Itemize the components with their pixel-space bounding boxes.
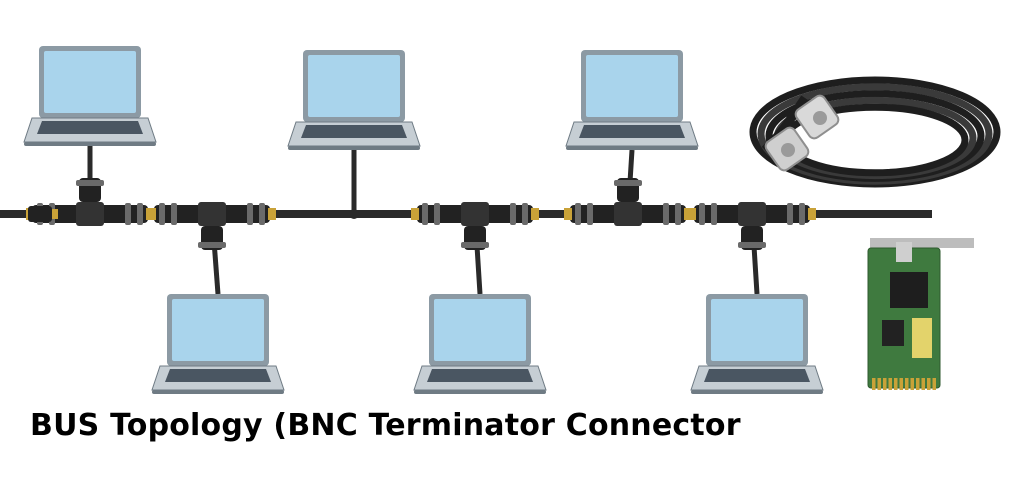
tee-ring xyxy=(799,203,805,225)
bnc-t-connectors xyxy=(26,178,816,250)
nic-edge-contact xyxy=(922,378,926,390)
laptop-edge xyxy=(288,146,420,150)
bnc-t-connector xyxy=(688,202,816,250)
tee-ring xyxy=(587,203,593,225)
laptop-top-2 xyxy=(288,50,420,150)
laptop-edge xyxy=(691,390,823,394)
bnc-t-connector xyxy=(411,202,539,250)
nic-edge-contact xyxy=(927,378,931,390)
laptop-keyboard xyxy=(165,369,271,382)
nic-bnc-port xyxy=(896,242,912,262)
tee-ring xyxy=(159,203,165,225)
terminator-pin xyxy=(52,209,58,219)
tee-ring xyxy=(422,203,428,225)
tee-ring xyxy=(699,203,705,225)
tee-ring xyxy=(247,203,253,225)
laptop-edge xyxy=(152,390,284,394)
laptop-keyboard xyxy=(37,121,143,134)
coax-plug-face xyxy=(781,143,795,157)
nic-edge-contact xyxy=(889,378,893,390)
tee-pin-left xyxy=(148,208,156,220)
tee-pin-right xyxy=(268,208,276,220)
tee-stem-ring xyxy=(738,242,766,248)
tee-pin-right xyxy=(531,208,539,220)
tee-body xyxy=(738,202,766,226)
network-interface-card-icon xyxy=(868,238,974,390)
tee-ring xyxy=(125,203,131,225)
tee-pin-left xyxy=(564,208,572,220)
tee-pin-right xyxy=(808,208,816,220)
tee-body xyxy=(76,202,104,226)
nic-edge-contact xyxy=(933,378,937,390)
laptop-screen xyxy=(44,51,136,113)
diagram-caption: BUS Topology (BNC Terminator Connector xyxy=(30,408,741,443)
tee-ring xyxy=(510,203,516,225)
tee-ring xyxy=(575,203,581,225)
nic-edge-contact xyxy=(878,378,882,390)
terminator-body xyxy=(28,206,52,222)
nic-label xyxy=(912,318,932,358)
laptop-top-1 xyxy=(24,46,156,146)
tee-body xyxy=(614,202,642,226)
nic-chip-small xyxy=(882,320,904,346)
laptop-top-3 xyxy=(566,50,698,150)
laptop-bottom-3 xyxy=(691,294,823,394)
bus-junction xyxy=(349,209,359,219)
nic-edge-contact xyxy=(894,378,898,390)
coax-plug-face xyxy=(813,111,827,125)
tee-ring xyxy=(434,203,440,225)
tee-ring xyxy=(675,203,681,225)
tee-ring xyxy=(259,203,265,225)
laptop-screen xyxy=(434,299,526,361)
nic-edge-contact xyxy=(911,378,915,390)
tee-ring xyxy=(171,203,177,225)
nic-edge-contact xyxy=(916,378,920,390)
laptop-keyboard xyxy=(579,125,685,138)
laptop-bottom-2 xyxy=(414,294,546,394)
tee-body xyxy=(198,202,226,226)
tee-stem-ring xyxy=(76,180,104,186)
nic-bracket xyxy=(870,238,974,248)
tee-stem-ring xyxy=(198,242,226,248)
laptop-keyboard xyxy=(427,369,533,382)
laptop-screen xyxy=(711,299,803,361)
tee-ring xyxy=(137,203,143,225)
nic-edge-contact xyxy=(883,378,887,390)
laptop-screen xyxy=(308,55,400,117)
nic-chip xyxy=(890,272,928,308)
nic-edge-contact xyxy=(872,378,876,390)
tee-ring xyxy=(787,203,793,225)
laptop-edge xyxy=(24,142,156,146)
coaxial-cable-icon xyxy=(753,80,997,184)
tee-ring xyxy=(522,203,528,225)
nic-edge-contact xyxy=(900,378,904,390)
tee-pin-left xyxy=(411,208,419,220)
laptop-bottom-1 xyxy=(152,294,284,394)
tee-stem-ring xyxy=(614,180,642,186)
laptop-screen xyxy=(172,299,264,361)
laptop-keyboard xyxy=(301,125,407,138)
laptop-keyboard xyxy=(704,369,810,382)
tee-pin-left xyxy=(688,208,696,220)
tee-stem-ring xyxy=(461,242,489,248)
nic-edge-contact xyxy=(905,378,909,390)
bnc-t-connector xyxy=(564,178,692,226)
tee-body xyxy=(461,202,489,226)
laptop-screen xyxy=(586,55,678,117)
laptop-edge xyxy=(414,390,546,394)
tee-ring xyxy=(711,203,717,225)
tee-ring xyxy=(663,203,669,225)
bnc-t-connector xyxy=(148,202,276,250)
laptop-edge xyxy=(566,146,698,150)
